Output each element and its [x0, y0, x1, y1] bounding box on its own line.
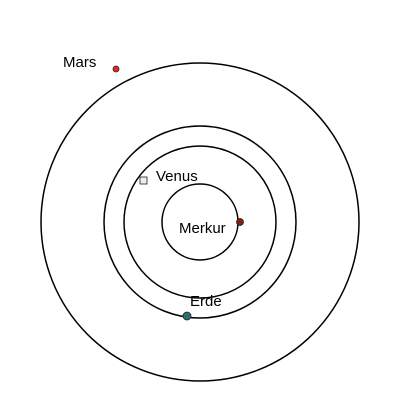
mars-planet — [112, 65, 120, 73]
venus-orbit — [123, 145, 277, 299]
mars-orbit — [40, 62, 360, 382]
erde-planet — [182, 311, 192, 321]
merkur-planet — [236, 218, 244, 226]
mars-label: Mars — [63, 54, 96, 71]
merkur-label: Merkur — [179, 220, 226, 237]
erde-label: Erde — [190, 293, 222, 310]
venus-label: Venus — [156, 168, 198, 185]
venus-planet — [139, 176, 148, 185]
erde-orbit — [103, 125, 297, 319]
